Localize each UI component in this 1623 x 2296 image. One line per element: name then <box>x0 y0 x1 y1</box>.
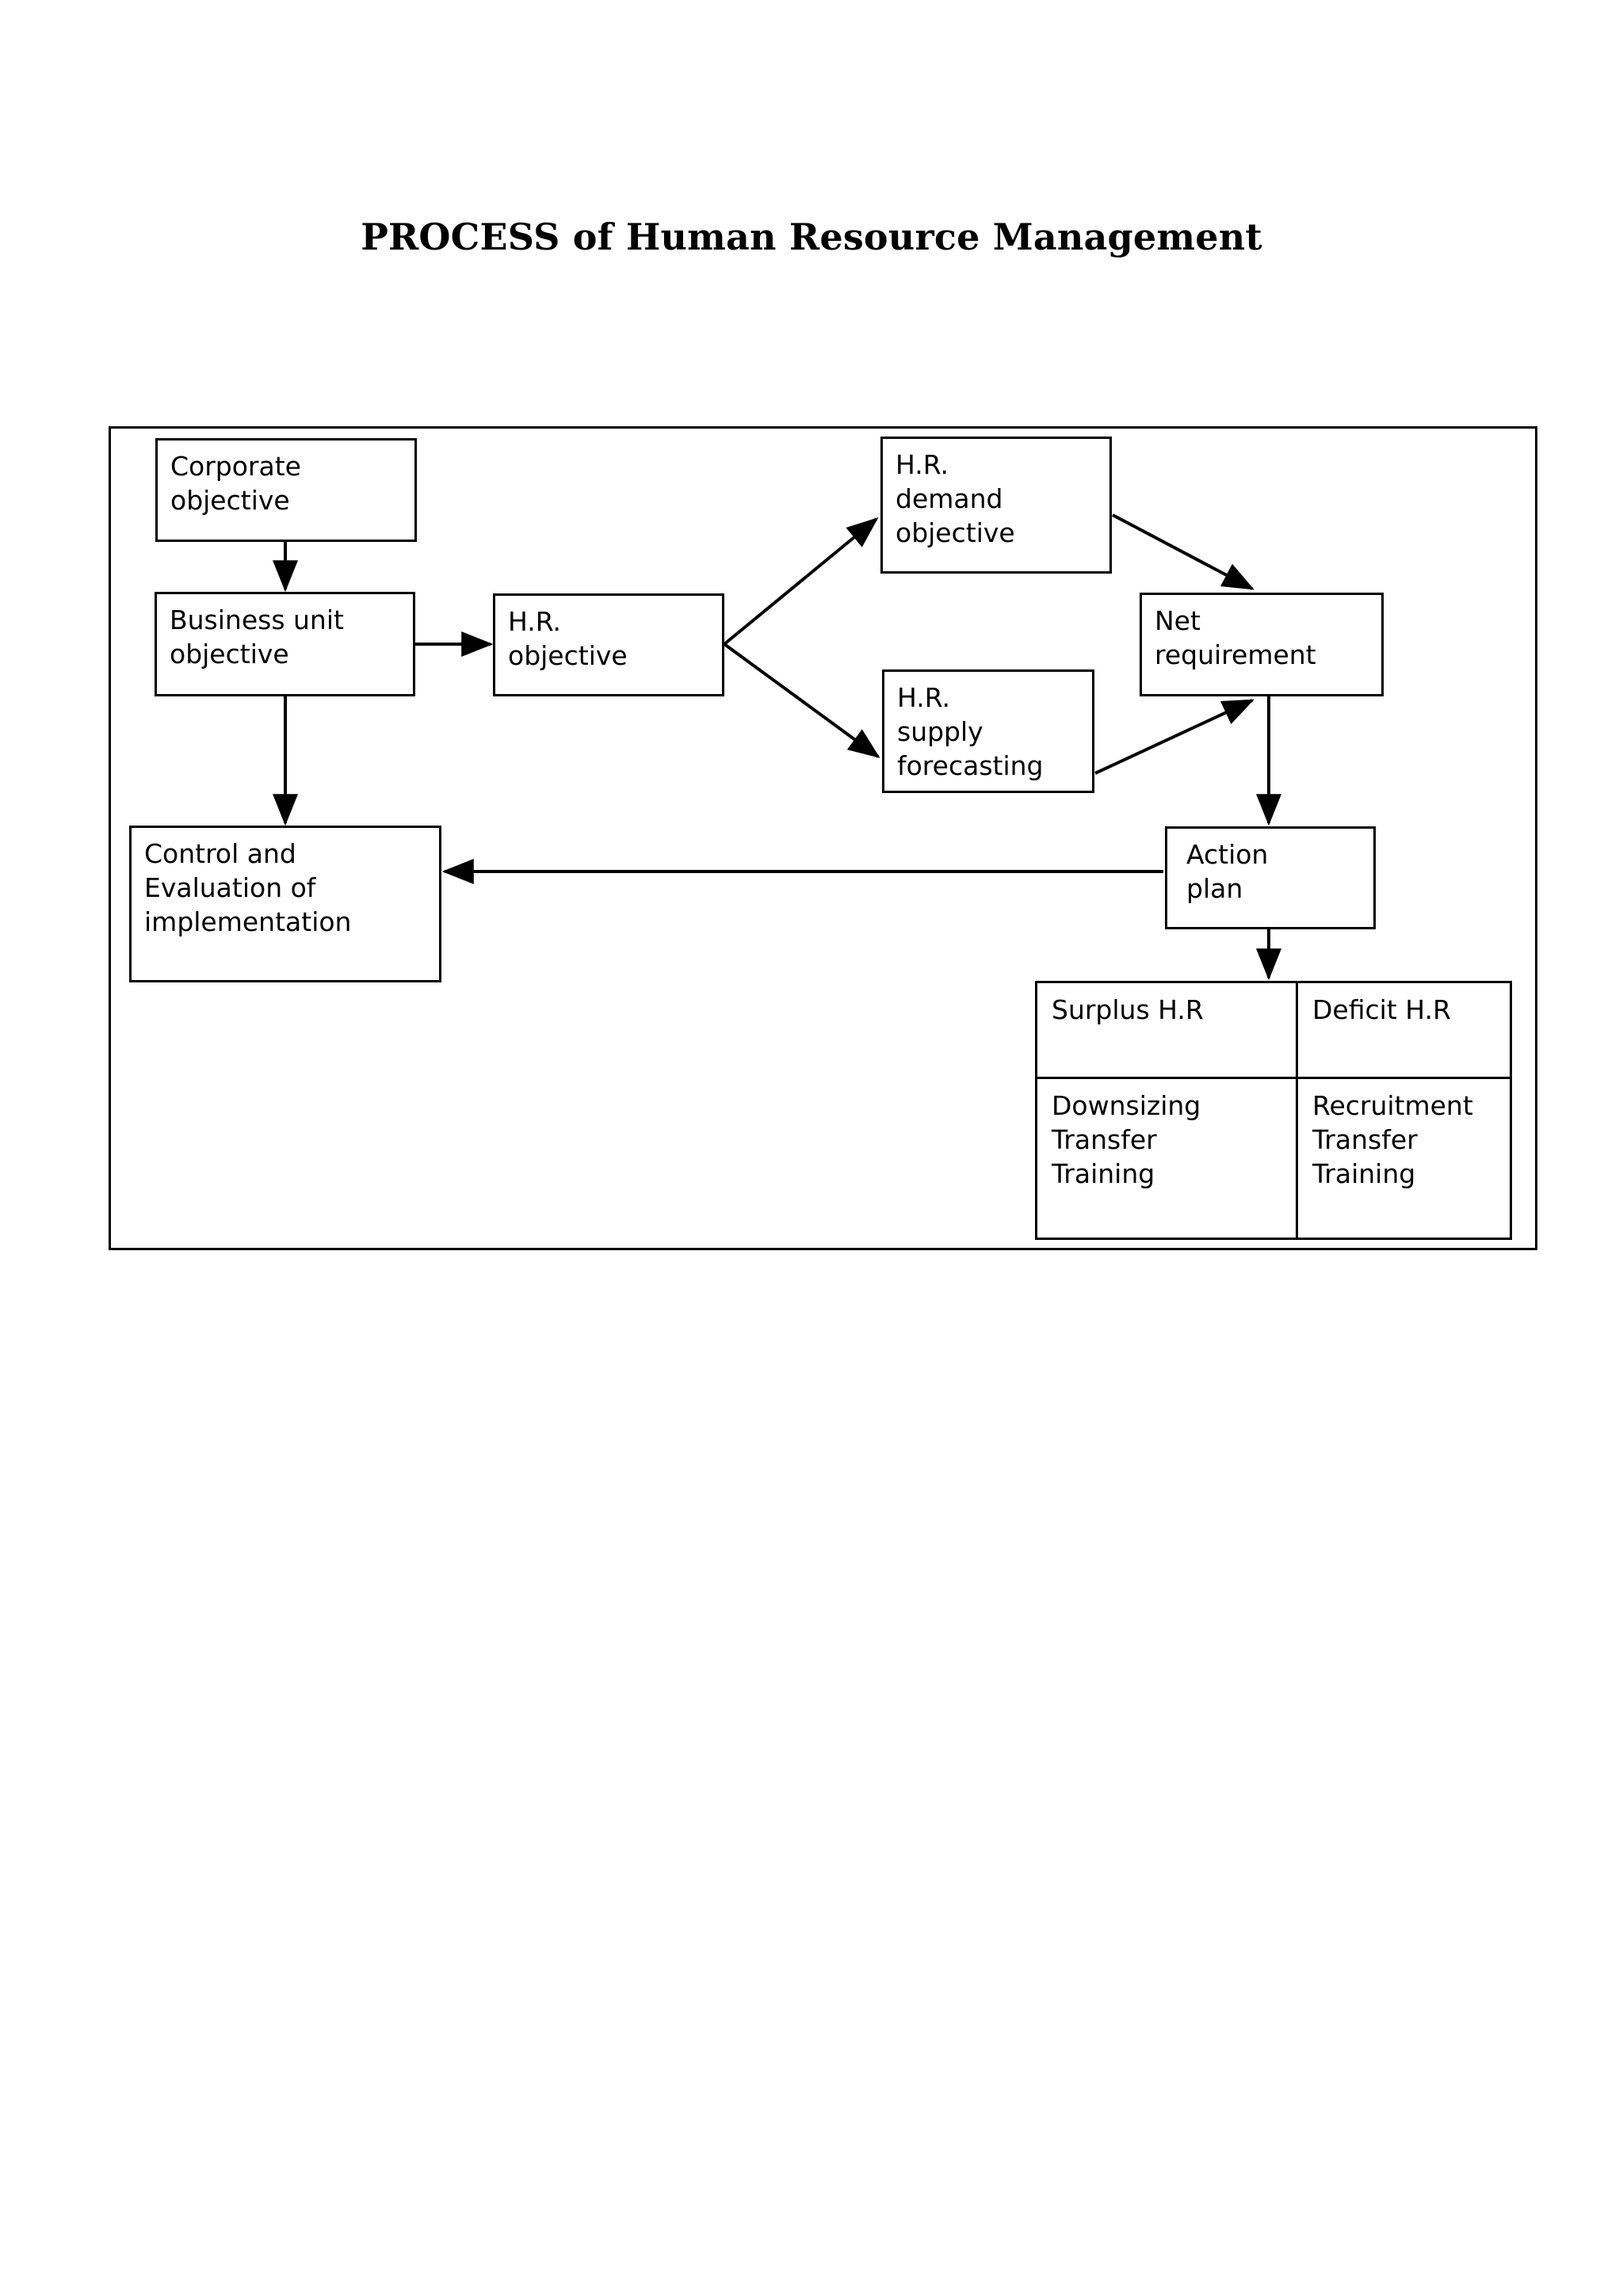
table-header-row: Surplus H.R Deficit H.R <box>1037 983 1510 1079</box>
node-corporate-objective[interactable]: Corporate objective <box>155 438 417 542</box>
node-line: H.R. <box>508 606 561 637</box>
table-cell-line: Training <box>1312 1158 1416 1189</box>
node-line: H.R. <box>896 449 949 480</box>
node-line: Business unit <box>170 605 344 635</box>
table-cell-deficit-actions: Recruitment Transfer Training <box>1297 1078 1510 1238</box>
table-cell-line: Transfer <box>1052 1123 1157 1155</box>
node-hr-demand-objective[interactable]: H.R. demand objective <box>880 437 1112 574</box>
table-header-deficit: Deficit H.R <box>1296 983 1510 1079</box>
node-line: demand <box>896 482 1003 514</box>
node-line: supply <box>897 715 983 747</box>
node-business-unit-objective[interactable]: Business unit objective <box>155 592 415 696</box>
node-net-requirement[interactable]: Net requirement <box>1140 593 1384 696</box>
node-action-plan[interactable]: Action plan <box>1165 826 1376 929</box>
table-header-label: Surplus H.R <box>1052 994 1204 1025</box>
table-row: Downsizing Transfer Training Recruitment… <box>1037 1077 1510 1238</box>
node-line: Evaluation of <box>144 871 316 903</box>
node-line: forecasting <box>897 749 1044 781</box>
table-header-label: Deficit H.R <box>1312 994 1451 1025</box>
node-line: Action <box>1186 839 1269 870</box>
node-line: objective <box>508 639 628 671</box>
node-line: Corporate <box>170 451 301 482</box>
node-hr-supply-forecasting[interactable]: H.R. supply forecasting <box>882 669 1094 793</box>
node-line: Control and <box>144 838 296 869</box>
node-line: objective <box>170 638 289 669</box>
table-header-surplus: Surplus H.R <box>1037 983 1298 1079</box>
node-line: objective <box>896 517 1015 548</box>
node-control-evaluation[interactable]: Control and Evaluation of implementation <box>129 826 441 982</box>
table-cell-line: Recruitment <box>1312 1090 1473 1121</box>
node-line: objective <box>170 484 290 516</box>
node-line: implementation <box>144 906 352 937</box>
table-cell-line: Downsizing <box>1052 1090 1201 1121</box>
node-line: requirement <box>1155 639 1316 670</box>
page-title: PROCESS of Human Resource Management <box>361 215 1262 258</box>
outcome-table: Surplus H.R Deficit H.R Downsizing Trans… <box>1035 981 1512 1240</box>
node-hr-objective[interactable]: H.R. objective <box>493 593 724 696</box>
table-cell-line: Training <box>1052 1158 1155 1189</box>
diagram-outer-frame <box>109 426 1537 1250</box>
node-line: H.R. <box>897 682 950 713</box>
node-line: plan <box>1186 872 1243 904</box>
node-line: Net <box>1155 605 1201 636</box>
table-cell-line: Transfer <box>1312 1123 1418 1155</box>
table-cell-surplus-actions: Downsizing Transfer Training <box>1037 1077 1298 1238</box>
